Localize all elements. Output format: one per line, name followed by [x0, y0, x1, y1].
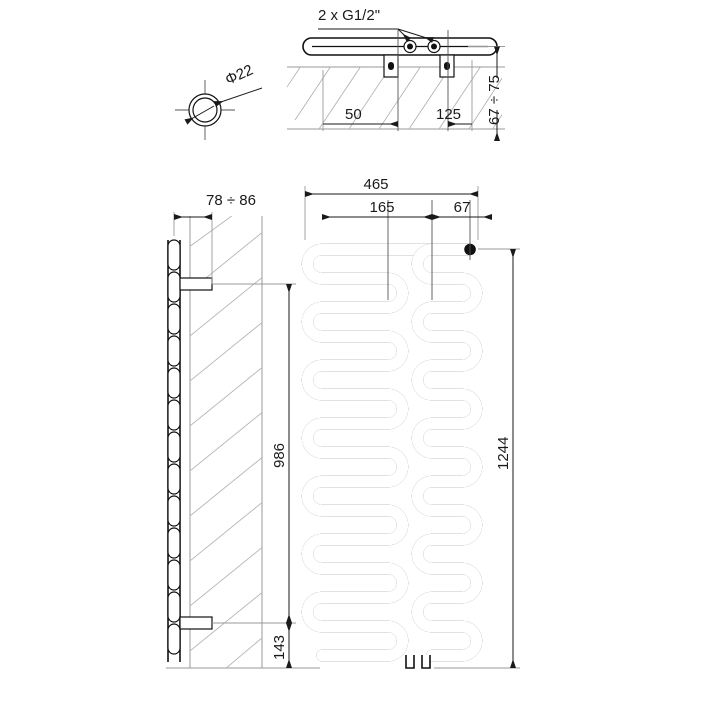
connection-label: 2 x G1/2": [318, 7, 380, 24]
dim-78-86-label: 78 ÷ 86: [206, 192, 256, 209]
tube-outer-circle: [188, 93, 222, 127]
dim-986: 986: [212, 283, 296, 624]
dim-50-label: 50: [345, 106, 362, 123]
connection-leader-lines: [318, 28, 434, 43]
diameter-label: Φ22: [223, 61, 256, 88]
dim-50: 50: [323, 106, 398, 127]
dim-67: 67: [432, 199, 492, 220]
dim-125: 125: [436, 106, 472, 127]
tube-section-detail: Φ22: [175, 61, 263, 140]
dim-143-label: 143: [271, 635, 288, 660]
side-view-bracket-lower: [179, 616, 213, 630]
side-view-wall-hatch: [190, 216, 262, 668]
dim-67-75-label: 67 ÷ 75: [486, 75, 503, 125]
front-view: 465 165 67 1244: [300, 176, 520, 669]
dim-165-label: 165: [369, 199, 394, 216]
left-serpentine: [308, 243, 476, 662]
right-serpentine: [418, 243, 477, 662]
dim-67-label: 67: [454, 199, 471, 216]
dim-1244: 1244: [434, 248, 520, 669]
dim-67-75: 67 ÷ 75: [468, 46, 505, 141]
top-view-rail: [302, 37, 498, 56]
top-view-connection-port-1: [403, 39, 417, 54]
dim-78-86: 78 ÷ 86: [173, 192, 256, 284]
top-view-bracket-left: [383, 54, 399, 78]
side-view-bracket-upper: [179, 277, 213, 291]
dim-1244-label: 1244: [495, 437, 512, 470]
dim-465-label: 465: [363, 176, 388, 193]
dim-165: 165: [322, 199, 432, 220]
dim-125-label: 125: [436, 106, 461, 123]
dim-465: 465: [305, 176, 478, 197]
top-view-connection-port-2: [427, 39, 441, 54]
dim-986-label: 986: [271, 443, 288, 468]
top-view: 2 x G1/2" 50 125 67 ÷ 75: [287, 7, 505, 141]
tube-inner-circle: [192, 97, 218, 123]
top-view-bracket-right: [439, 54, 455, 78]
diameter-leader: [184, 87, 263, 125]
dim-143: 143: [271, 623, 292, 668]
serpentine-assembly: [300, 236, 500, 669]
side-view-tube-stack: [167, 239, 181, 655]
side-view: 78 ÷ 86 986 143: [166, 192, 320, 669]
bottom-connection-stubs: [405, 655, 431, 669]
